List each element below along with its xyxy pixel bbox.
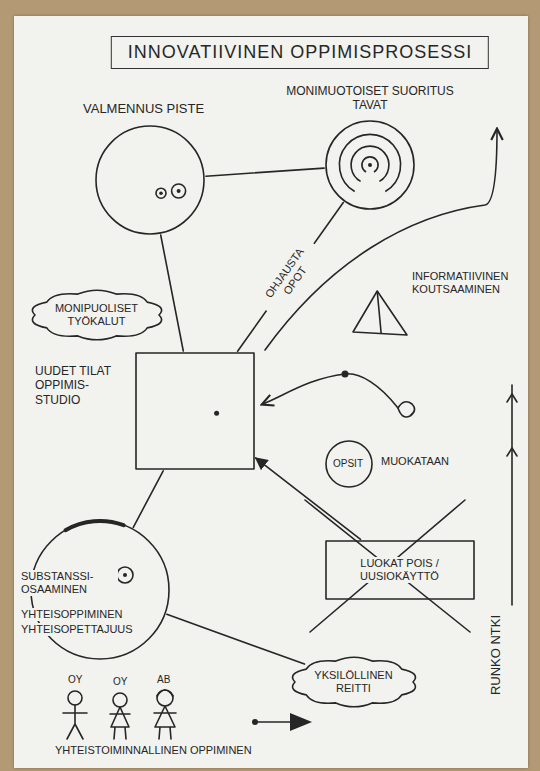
title-box: INNOVATIIVINEN OPPIMISPROSESSI bbox=[111, 36, 489, 69]
person-head bbox=[157, 690, 173, 706]
flag-line bbox=[258, 721, 290, 723]
free-label: AB bbox=[157, 674, 170, 686]
node-text: SUBSTANSSI- OSAAMINEN bbox=[20, 570, 118, 596]
node-text: INFORMATIIVINEN KOUTSAAMINEN bbox=[412, 270, 520, 296]
free-label: YHTEISTOIMINNALLINEN OPPIMINEN bbox=[55, 744, 252, 757]
inner-circle bbox=[172, 184, 186, 198]
node-text: LUOKAT POIS / UUSIOKÄYTTÖ bbox=[332, 557, 468, 583]
thick-arc bbox=[66, 521, 124, 530]
cross-out bbox=[305, 500, 470, 632]
connector bbox=[256, 458, 361, 539]
person-head bbox=[68, 691, 82, 705]
person-hair bbox=[157, 690, 173, 696]
tools-cloud: MONIPUOLISET TYÖKALUT bbox=[30, 288, 164, 342]
studio-box: UUDET TILAT OPPIMIS- STUDIO bbox=[135, 352, 255, 470]
inner-dot bbox=[177, 189, 181, 193]
node-text: YHTEISOPETTAJUUS bbox=[20, 623, 134, 636]
paper-sheet bbox=[14, 16, 528, 768]
node-text: OPSIT bbox=[333, 458, 365, 470]
connector bbox=[161, 235, 184, 351]
frame-line bbox=[511, 385, 513, 605]
person-body bbox=[154, 706, 176, 739]
connector bbox=[167, 614, 305, 664]
flag-symbol bbox=[290, 713, 312, 731]
frame-arrowheads bbox=[507, 394, 517, 456]
node-text: MONIMUOTOISET SUORITUS TAVAT bbox=[275, 84, 465, 113]
inner-circle bbox=[117, 567, 133, 583]
node-outline bbox=[135, 352, 255, 470]
hand-scribble bbox=[398, 402, 415, 417]
node-text: UUDET TILAT OPPIMIS- STUDIO bbox=[35, 364, 129, 407]
inner-circle bbox=[156, 188, 166, 198]
box-outline bbox=[136, 353, 254, 469]
coaching-circle: VALMENNUS PISTE bbox=[95, 125, 205, 235]
inward-arrow bbox=[263, 374, 398, 408]
connector bbox=[238, 203, 344, 352]
cloud-outline bbox=[32, 290, 161, 340]
free-label: OY bbox=[113, 676, 127, 688]
start-dot bbox=[252, 719, 258, 725]
connector bbox=[206, 168, 324, 176]
circle-outline bbox=[326, 121, 414, 209]
person-body bbox=[63, 705, 87, 739]
free-label: RUNKO NTKI bbox=[488, 615, 504, 695]
node-text: MUOKATAAN bbox=[381, 455, 449, 468]
node-text: VALMENNUS PISTE bbox=[83, 101, 204, 117]
person-body bbox=[110, 707, 130, 739]
curriculum-circle: OPSITMUOKATAAN bbox=[325, 440, 373, 488]
ring-arc bbox=[339, 134, 400, 191]
expertise-circle: SUBSTANSSI- OSAAMINENYHTEISOPPIMINENYHTE… bbox=[30, 520, 170, 660]
connector bbox=[133, 471, 163, 527]
classroom-box: LUOKAT POIS / UUSIOKÄYTTÖ bbox=[325, 540, 475, 600]
node-text: MONIPUOLISET TYÖKALUT bbox=[47, 302, 147, 328]
circle-outline bbox=[326, 441, 372, 487]
start-dot bbox=[342, 371, 349, 378]
ring-arc bbox=[362, 157, 378, 172]
circle-outline bbox=[96, 126, 204, 234]
path-cloud: YKSILÖLLINEN REITTI bbox=[290, 655, 418, 709]
free-label: OY bbox=[68, 674, 82, 686]
triangle-outline bbox=[353, 291, 407, 335]
inner-dot bbox=[214, 411, 219, 416]
inner-dot bbox=[159, 191, 163, 195]
ring-arc bbox=[351, 146, 389, 181]
inner-dot bbox=[368, 163, 372, 167]
node-text: YHTEISOPPIMINEN bbox=[20, 608, 123, 621]
cloud-outline bbox=[293, 657, 416, 707]
person-head bbox=[113, 693, 127, 707]
node-text: YKSILÖLLINEN REITTI bbox=[304, 669, 404, 695]
coaching-triangle: INFORMATIIVINEN KOUTSAAMINEN bbox=[352, 290, 408, 336]
box-outline bbox=[326, 541, 474, 599]
node-outline bbox=[352, 290, 408, 336]
triangle-fold bbox=[377, 291, 381, 333]
node-outline bbox=[95, 125, 205, 235]
title: INNOVATIIVINEN OPPIMISPROSESSI bbox=[128, 42, 472, 62]
node-outline bbox=[325, 120, 415, 210]
inner-dot bbox=[123, 573, 127, 577]
assessment-circle: MONIMUOTOISET SUORITUS TAVAT bbox=[325, 120, 415, 210]
